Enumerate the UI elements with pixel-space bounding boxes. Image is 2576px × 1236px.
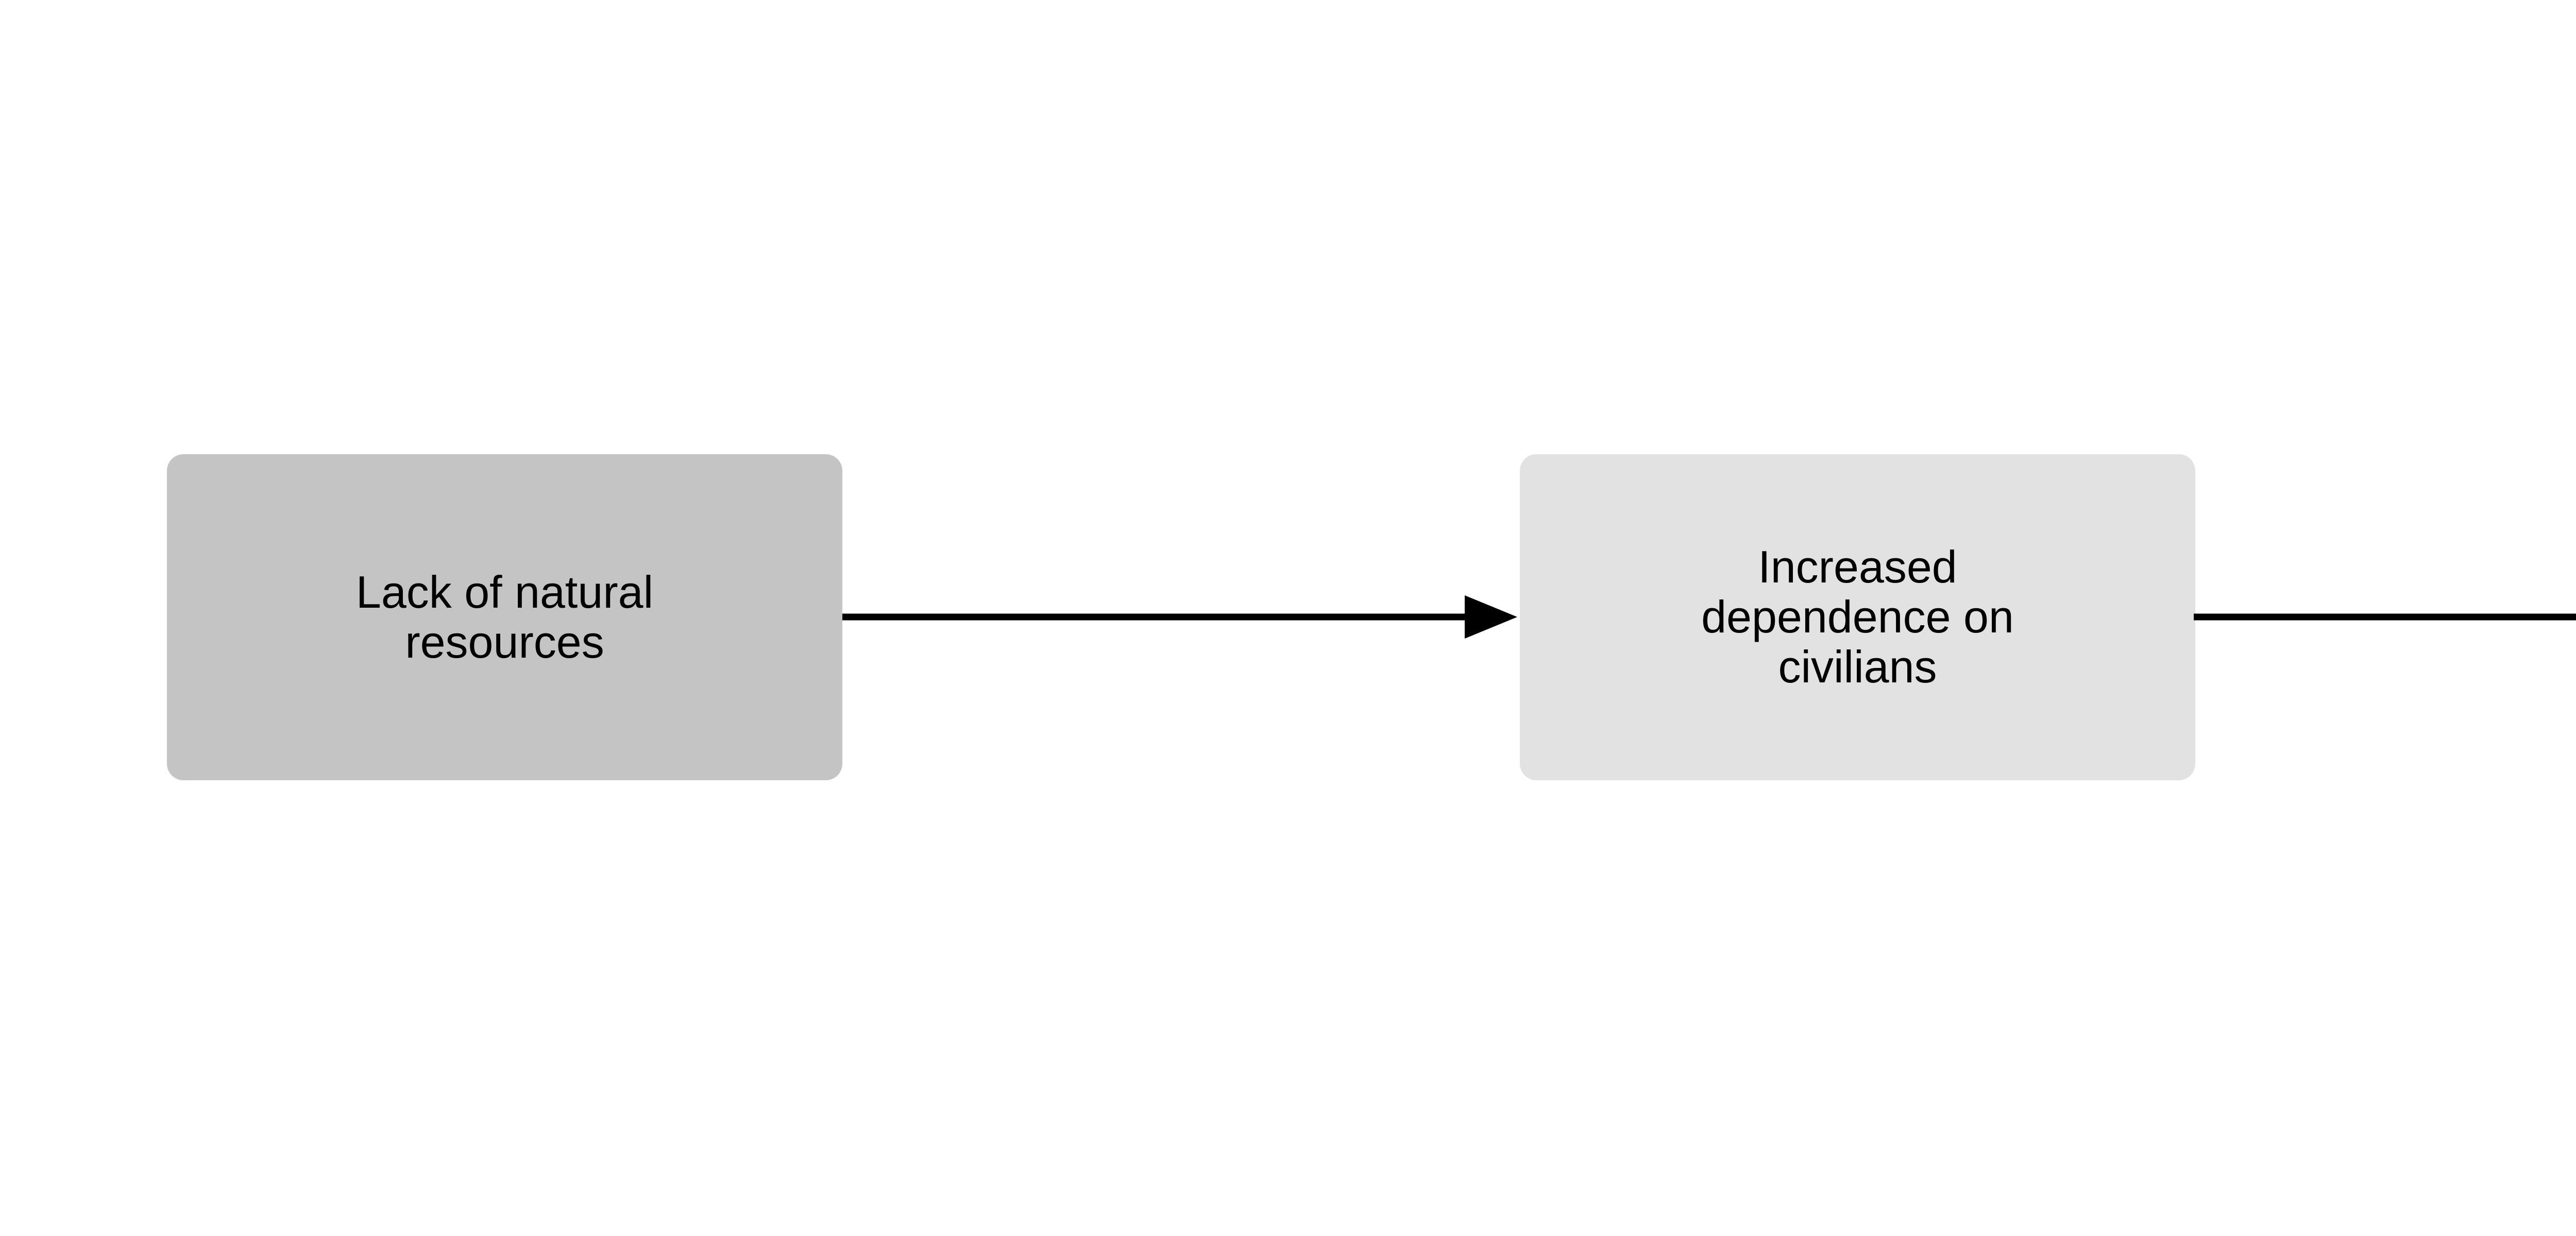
node-increased-dependence-on-civilians: Increased dependence on civilians [1520,454,2195,780]
flow-arrow-icon [2194,613,2576,621]
node-lack-of-natural-resources: Lack of natural resources [167,454,842,780]
node-label: Lack of natural resources [355,566,654,667]
node-label: Increased dependence on civilians [1701,541,2014,692]
flow-arrow-icon [842,595,1517,639]
